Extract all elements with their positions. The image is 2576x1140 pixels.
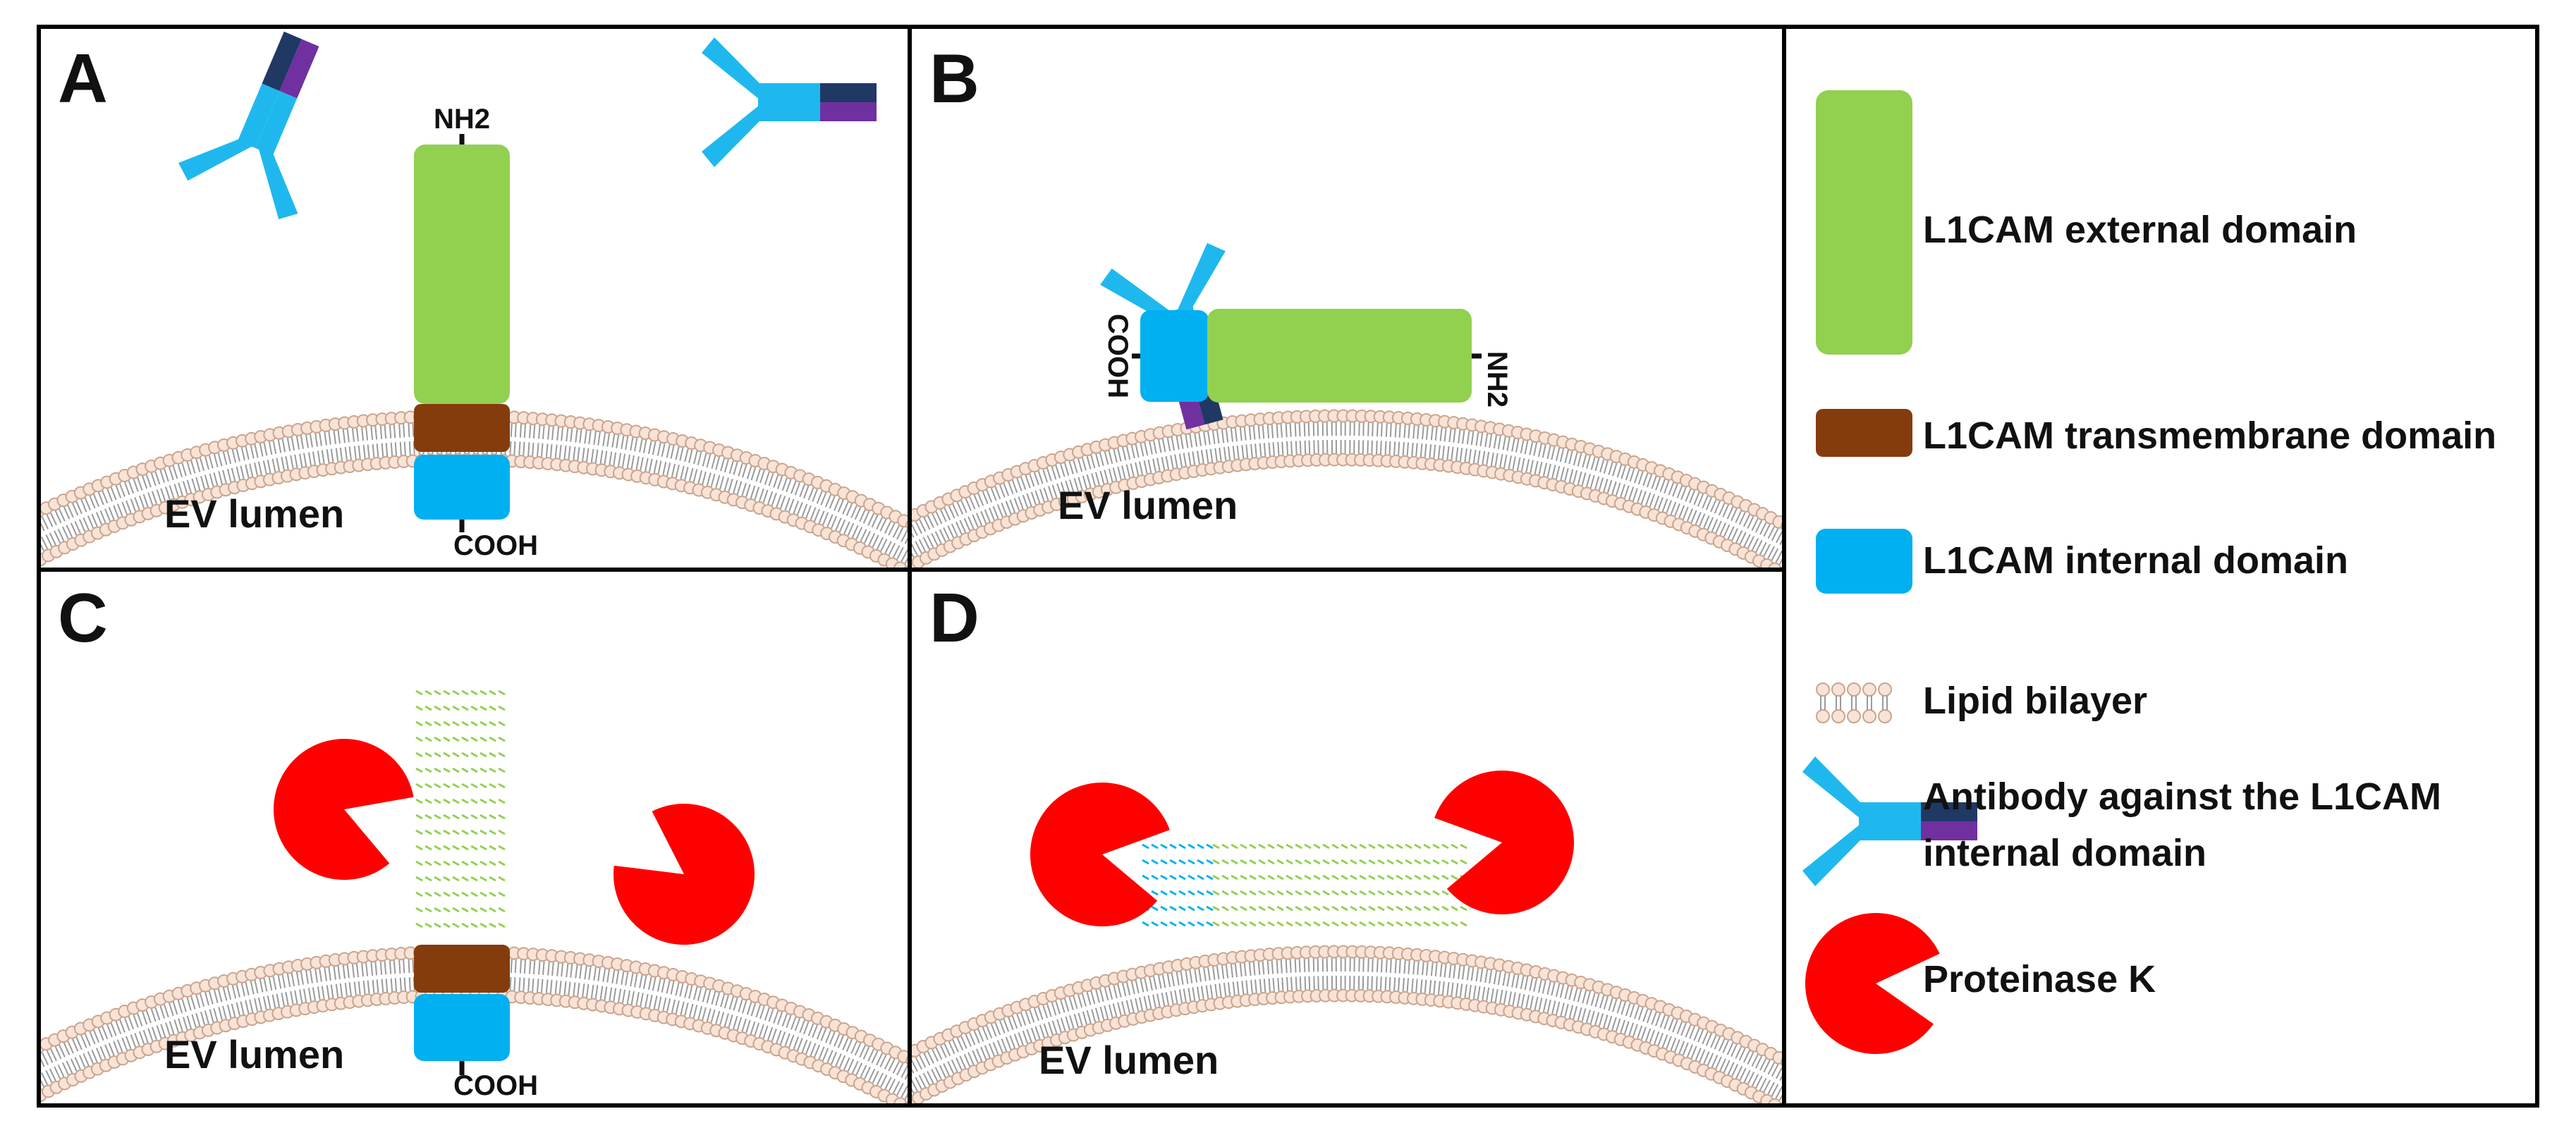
panel-c: C COOH EV lumen — [39, 579, 910, 1105]
cooh-label: COOH — [1102, 314, 1133, 398]
legend-label-external: L1CAM external domain — [1923, 209, 2357, 251]
panel-a: A NH2 COOH EV lumen — [39, 31, 910, 570]
panel-b: B COOH NH2 EV lumen — [910, 39, 1784, 570]
l1cam-remaining: COOH — [414, 945, 538, 1101]
panel-letter: D — [929, 579, 979, 656]
legend-label-lipid: Lipid bilayer — [1923, 680, 2147, 722]
l1cam-external-domain — [414, 145, 510, 404]
proteinase-k — [274, 739, 414, 881]
nh2-label: NH2 — [434, 104, 490, 135]
l1cam-internal-domain — [414, 455, 510, 520]
legend-label-proteinase: Proteinase K — [1923, 958, 2156, 1000]
l1cam-internal-domain — [1140, 310, 1209, 402]
ev-lumen-label: EV lumen — [164, 1032, 344, 1077]
legend-swatch-lipid — [1816, 682, 1892, 723]
lipid-bilayer — [910, 945, 1784, 1105]
legend-label-antibody-2: internal domain — [1923, 832, 2206, 874]
legend-swatch-proteinase — [1805, 912, 1940, 1054]
antibody — [178, 31, 319, 219]
ev-lumen-label: EV lumen — [164, 491, 344, 536]
cooh-label: COOH — [453, 1070, 538, 1101]
nh2-label: NH2 — [1482, 351, 1513, 407]
lipid-bilayer — [39, 409, 910, 570]
legend-swatch-external — [1816, 90, 1912, 355]
legend-label-internal: L1CAM internal domain — [1923, 539, 2348, 582]
proteinase-k — [1434, 771, 1575, 914]
proteinase-k — [614, 803, 755, 945]
panel-letter: A — [58, 39, 108, 117]
legend-swatch-internal — [1816, 529, 1912, 594]
panel-letter: C — [58, 579, 108, 656]
ev-lumen-label: EV lumen — [1058, 483, 1238, 527]
legend-swatch-transmembrane — [1816, 409, 1912, 457]
l1cam-external-domain — [1207, 309, 1472, 403]
lipid-bilayer — [39, 945, 910, 1105]
antibody — [702, 37, 877, 167]
digested-l1cam — [1142, 843, 1467, 927]
legend: L1CAM external domain L1CAM transmembran… — [1802, 90, 2496, 1054]
l1cam-internal-domain — [414, 994, 510, 1061]
l1cam-protein: COOH NH2 — [1102, 309, 1513, 407]
l1cam-protein: NH2 COOH — [414, 104, 538, 561]
ev-lumen-label: EV lumen — [1039, 1038, 1219, 1082]
legend-label-transmembrane: L1CAM transmembrane domain — [1923, 415, 2496, 457]
panel-letter: B — [929, 39, 979, 117]
panel-borders — [37, 25, 2539, 1108]
legend-label-antibody-1: Antibody against the L1CAM — [1923, 776, 2441, 818]
digested-external-domain — [415, 689, 506, 928]
legend-swatch-antibody — [1802, 756, 1977, 886]
l1cam-transmembrane-domain — [414, 404, 510, 452]
lipid-bilayer — [910, 409, 1784, 570]
panel-d: D EV lumen — [910, 579, 1784, 1105]
proteinase-k — [1030, 783, 1170, 926]
l1cam-transmembrane-domain — [414, 945, 510, 993]
cooh-label: COOH — [453, 530, 538, 561]
